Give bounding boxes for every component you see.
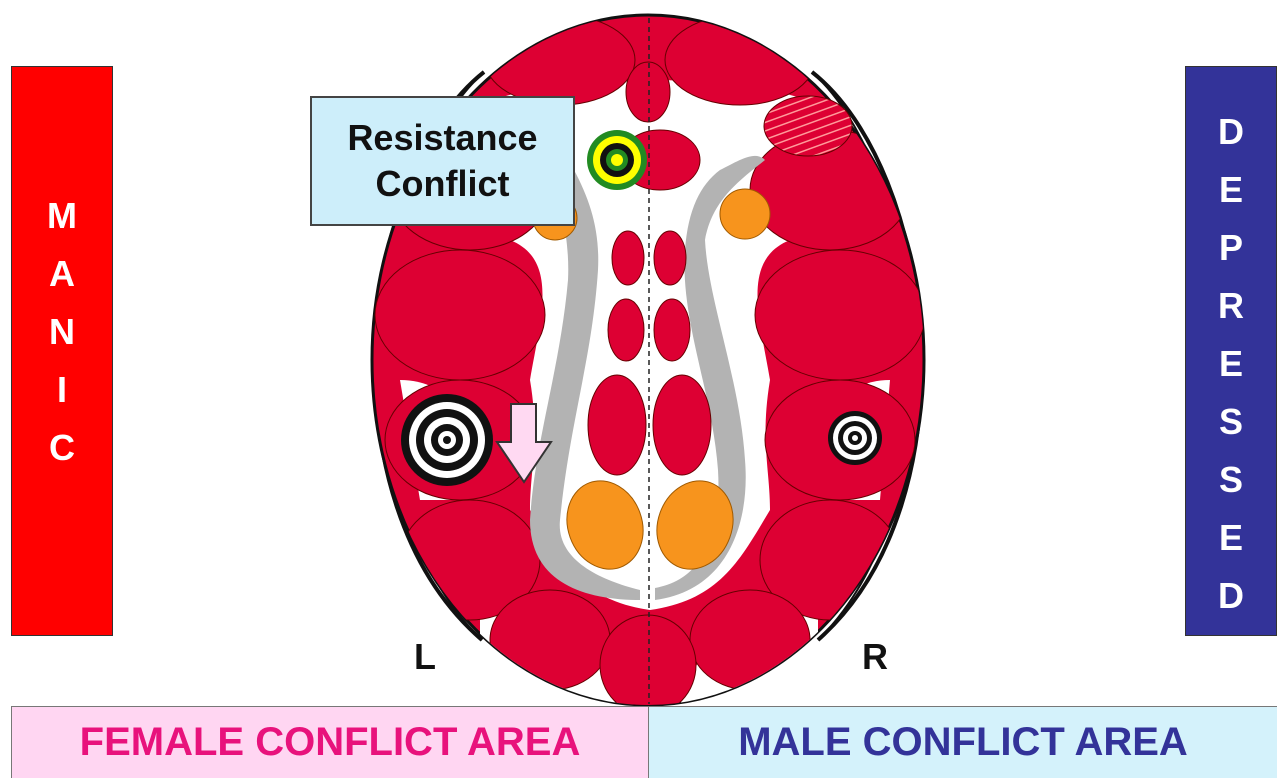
target-rings-icon: [401, 394, 493, 486]
male-area-label: MALE CONFLICT AREA: [738, 720, 1188, 765]
nucleus: [653, 375, 711, 475]
nucleus: [612, 231, 644, 285]
focus-ring-icon: [587, 130, 647, 190]
callout-line: Conflict: [376, 161, 510, 207]
cortex-lobe: [665, 15, 815, 105]
right-hemisphere-label: R: [862, 636, 888, 678]
nucleus: [608, 299, 644, 361]
cortex-lobe: [690, 590, 810, 690]
nucleus: [654, 231, 686, 285]
target-rings-icon: [828, 411, 882, 465]
cortex-lobe: [485, 15, 635, 105]
nucleus: [588, 375, 646, 475]
orange-relay: [720, 189, 770, 239]
resistance-conflict-callout: Resistance Conflict: [310, 96, 575, 226]
hatched-area: [764, 96, 852, 156]
nucleus: [654, 299, 690, 361]
cortex-lobe: [375, 250, 545, 380]
cortex-lobe: [755, 250, 925, 380]
left-hemisphere-label: L: [414, 636, 436, 678]
cortex-lobe: [490, 590, 610, 690]
female-conflict-area: FEMALE CONFLICT AREA: [11, 706, 649, 778]
nucleus: [626, 62, 670, 122]
callout-line: Resistance: [347, 115, 537, 161]
cortex-lobe: [600, 615, 696, 715]
male-conflict-area: MALE CONFLICT AREA: [649, 706, 1277, 778]
female-area-label: FEMALE CONFLICT AREA: [80, 720, 581, 765]
